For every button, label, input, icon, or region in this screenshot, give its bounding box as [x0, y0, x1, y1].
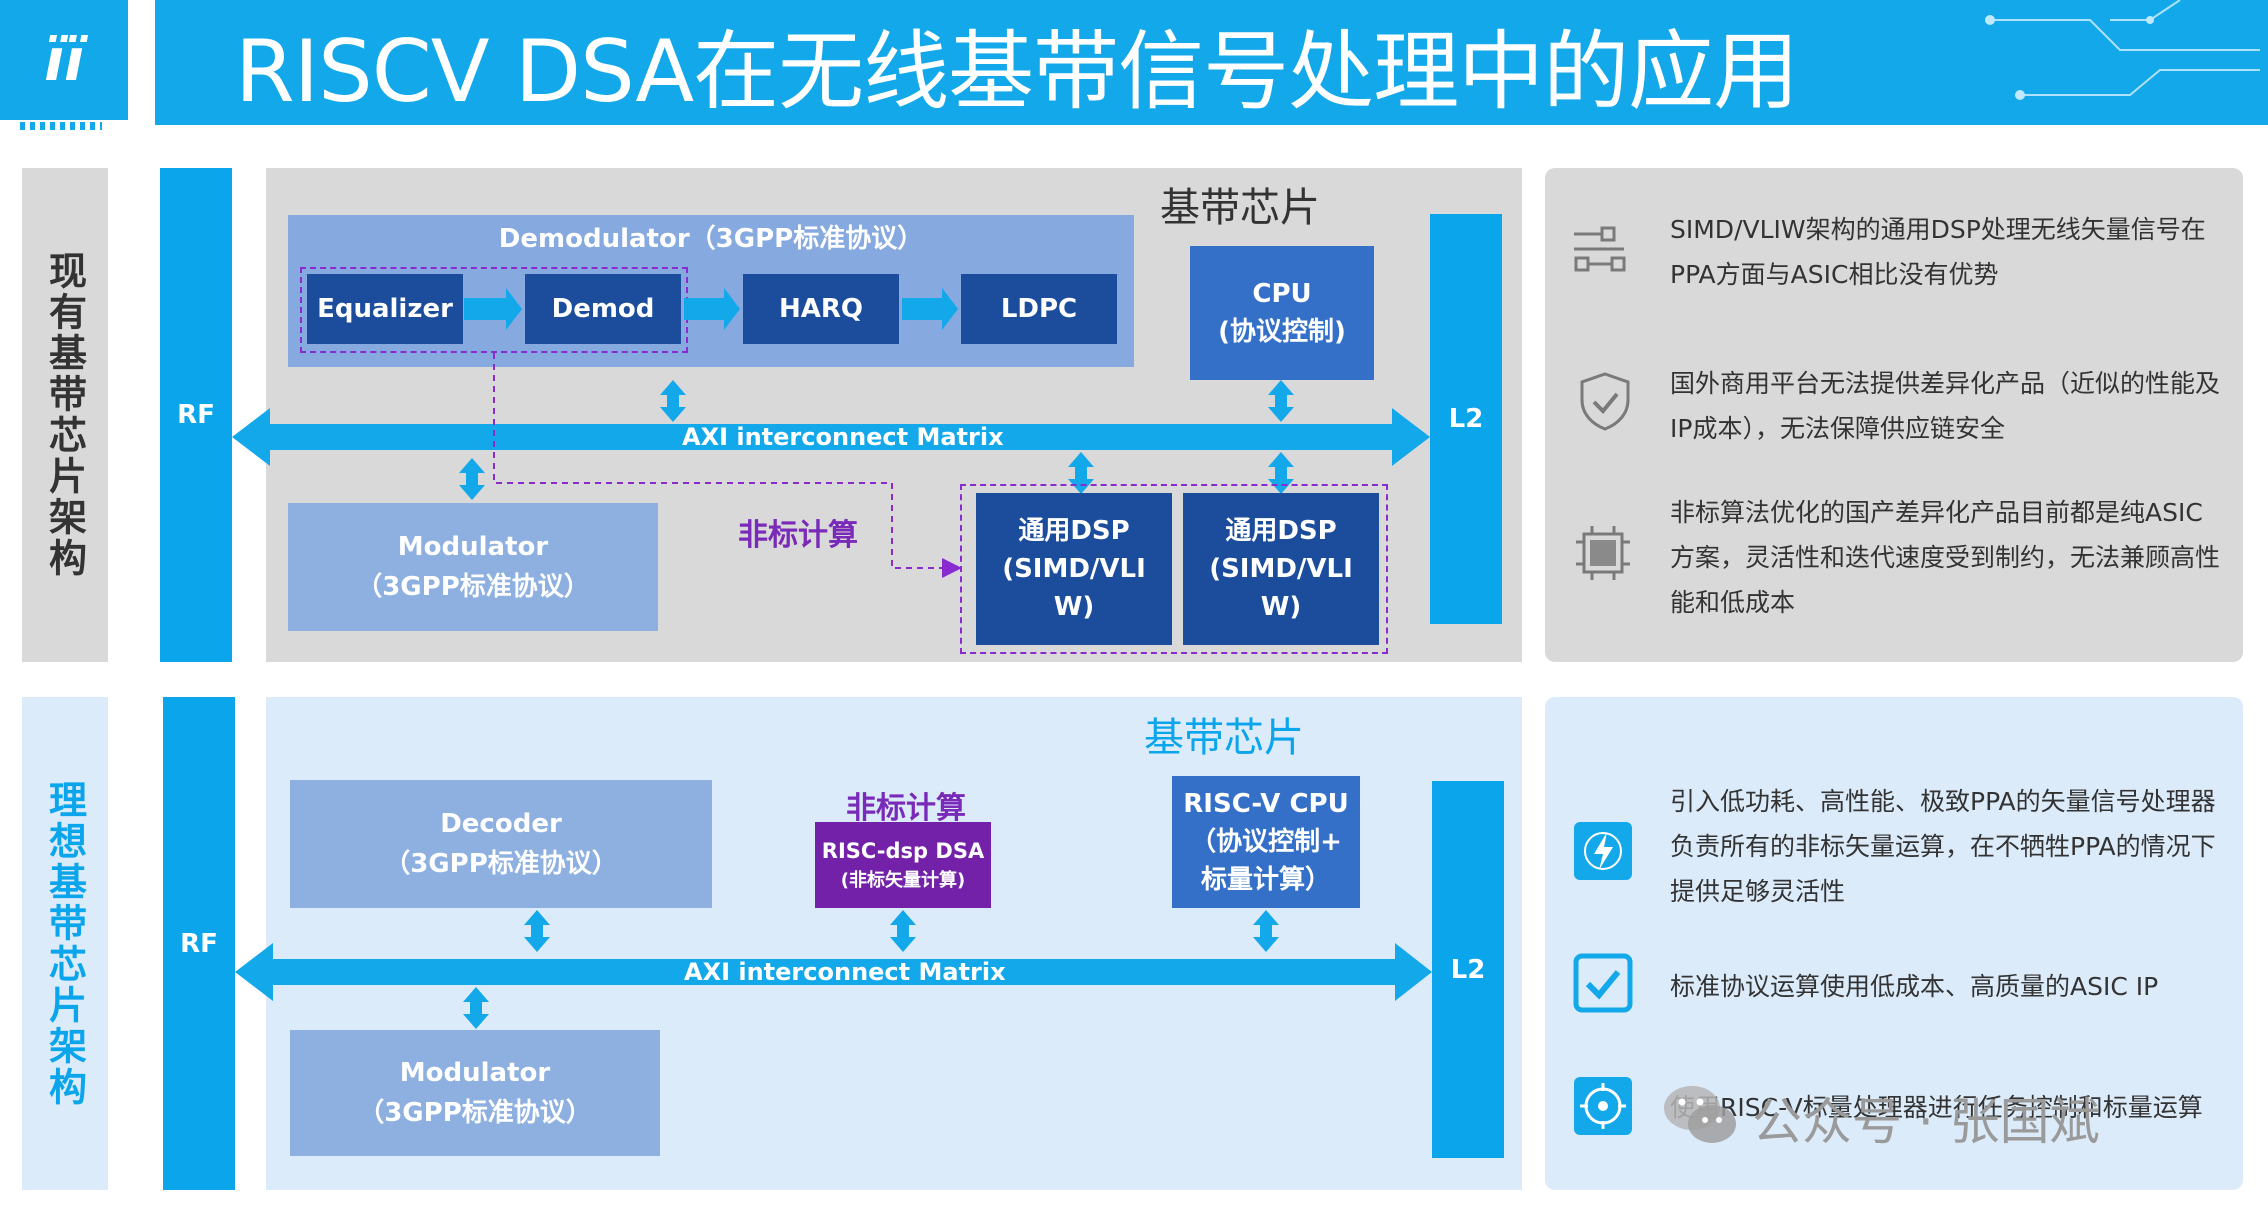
top-note-2-line1: 国外商用平台无法提供差异化产品（近似的性能及	[1670, 369, 2221, 398]
top-note-2-line2: IP成本），无法保障供应链安全	[1670, 414, 2005, 443]
equalizer-block: Equalizer	[307, 274, 463, 344]
top-note-3-line1: 非标算法优化的国产差异化产品目前都是纯ASIC	[1670, 498, 2203, 527]
page-title: RISCV DSA在无线基带信号处理中的应用	[235, 21, 1799, 122]
bottom-note-2-line1: 标准协议运算使用低成本、高质量的ASIC IP	[1670, 972, 2159, 1001]
risc-v-cpu-block: RISC-V CPU （协议控制+ 标量计算）	[1172, 776, 1360, 908]
top-notes-panel	[1545, 168, 2243, 662]
top-modulator-block: Modulator （3GPP标准协议）	[288, 503, 658, 631]
checkbox-icon	[1573, 953, 1633, 1013]
dsp-block-1: 通用DSP (SIMD/VLI W)	[976, 493, 1172, 645]
network-flow-icon	[1574, 226, 1626, 272]
demodulator-group-title: Demodulator（3GPP标准协议）	[498, 224, 924, 254]
bottom-note-1-line2: 负责所有的非标矢量运算，在不牺牲PPA的情况下	[1670, 832, 2216, 861]
logo-decoration	[20, 122, 102, 130]
bottom-note-1-line1: 引入低功耗、高性能、极致PPA的矢量信号处理器	[1670, 787, 2216, 816]
dsp-block-2: 通用DSP (SIMD/VLI W)	[1183, 493, 1379, 645]
bottom-note-2: 标准协议运算使用低成本、高质量的ASIC IP	[1670, 964, 2158, 1009]
riscv-cpu-line1: RISC-V CPU	[1183, 789, 1349, 819]
top-note-1-line1: SIMD/VLIW架构的通用DSP处理无线矢量信号在	[1670, 215, 2206, 244]
demod-block: Demod	[525, 274, 681, 344]
dsa-line1: RISC-dsp DSA	[821, 839, 985, 863]
top-note-1-line2: PPA方面与ASIC相比没有优势	[1670, 260, 1999, 289]
top-chip-title: 基带芯片	[1160, 185, 1320, 231]
bottom-note-3-line1: 使用RISC-V标量处理器进行任务控制和标量运算	[1670, 1093, 2203, 1122]
dsp2-line1: 通用DSP	[1225, 516, 1337, 546]
decoder-line1: Decoder	[440, 809, 562, 839]
top-nonstd-label: 非标计算	[738, 518, 858, 553]
chip-frame-icon	[1576, 526, 1630, 580]
top-note-3: 非标算法优化的国产差异化产品目前都是纯ASIC 方案，灵活性和迭代速度受到制约，…	[1670, 490, 2220, 625]
dsp2-line2: (SIMD/VLI	[1209, 554, 1353, 584]
riscv-cpu-line2: （协议控制+	[1190, 827, 1342, 857]
decoder-block: Decoder （3GPP标准协议）	[290, 780, 712, 908]
top-l2-block: L2	[1430, 214, 1502, 624]
bottom-l2-block: L2	[1432, 781, 1504, 1158]
top-note-3-line2: 方案，灵活性和迭代速度受到制约，无法兼顾高性	[1670, 543, 2221, 572]
dsp1-line2: (SIMD/VLI	[1002, 554, 1146, 584]
lightning-icon	[1574, 822, 1632, 880]
top-dashed-frame-dsp	[960, 484, 1388, 654]
bottom-notes-panel	[1545, 697, 2243, 1190]
top-cpu-line1: CPU	[1252, 279, 1312, 309]
wechat-icon	[1664, 1086, 1736, 1143]
dsp1-line3: W)	[1053, 592, 1095, 622]
bottom-rf-block: RF	[163, 697, 235, 1190]
top-cpu-block: CPU (协议控制)	[1190, 246, 1374, 380]
risc-dsp-dsa-block: RISC-dsp DSA (非标矢量计算)	[815, 822, 991, 908]
bottom-nonstd-label: 非标计算	[846, 791, 966, 826]
ldpc-block: LDPC	[961, 274, 1117, 344]
top-modulator-line1: Modulator	[397, 532, 549, 562]
bottom-axi-label: AXI interconnect Matrix	[684, 958, 1006, 986]
logo-text: ïï	[44, 26, 84, 94]
dsa-line2: (非标矢量计算)	[840, 870, 966, 891]
bottom-chip-title: 基带芯片	[1144, 715, 1304, 761]
title-bar	[155, 0, 2268, 125]
shield-check-icon	[1580, 372, 1630, 431]
decoder-line2: （3GPP标准协议）	[384, 849, 618, 879]
top-note-3-line3: 能和低成本	[1670, 588, 1796, 617]
watermark-text: 公众号 · 张国斌	[1752, 1093, 2100, 1151]
riscv-cpu-line3: 标量计算）	[1200, 865, 1331, 895]
bottom-side-label: 理想基带芯片架构	[22, 697, 108, 1190]
dsp2-line3: W)	[1260, 592, 1302, 622]
bottom-note-1: 引入低功耗、高性能、极致PPA的矢量信号处理器 负责所有的非标矢量运算，在不牺牲…	[1670, 779, 2216, 914]
logo: ïï	[0, 0, 128, 120]
top-axi-label: AXI interconnect Matrix	[682, 423, 1004, 451]
bottom-note-3: 使用RISC-V标量处理器进行任务控制和标量运算	[1670, 1085, 2203, 1130]
target-icon	[1574, 1077, 1632, 1135]
bottom-modulator-block: Modulator （3GPP标准协议）	[290, 1030, 660, 1156]
harq-block: HARQ	[743, 274, 899, 344]
top-note-2: 国外商用平台无法提供差异化产品（近似的性能及 IP成本），无法保障供应链安全	[1670, 361, 2220, 451]
dsp1-line1: 通用DSP	[1018, 516, 1130, 546]
top-note-1: SIMD/VLIW架构的通用DSP处理无线矢量信号在 PPA方面与ASIC相比没…	[1670, 207, 2206, 297]
top-cpu-line2: (协议控制)	[1218, 317, 1346, 347]
top-modulator-line2: （3GPP标准协议）	[356, 572, 590, 602]
top-side-label: 现有基带芯片架构	[22, 168, 108, 662]
bottom-modulator-line1: Modulator	[399, 1058, 551, 1088]
circuit-decoration-icon	[1985, 0, 2260, 100]
top-rf-block: RF	[160, 168, 232, 662]
bottom-modulator-line2: （3GPP标准协议）	[358, 1098, 592, 1128]
bottom-note-1-line3: 提供足够灵活性	[1670, 877, 1846, 906]
